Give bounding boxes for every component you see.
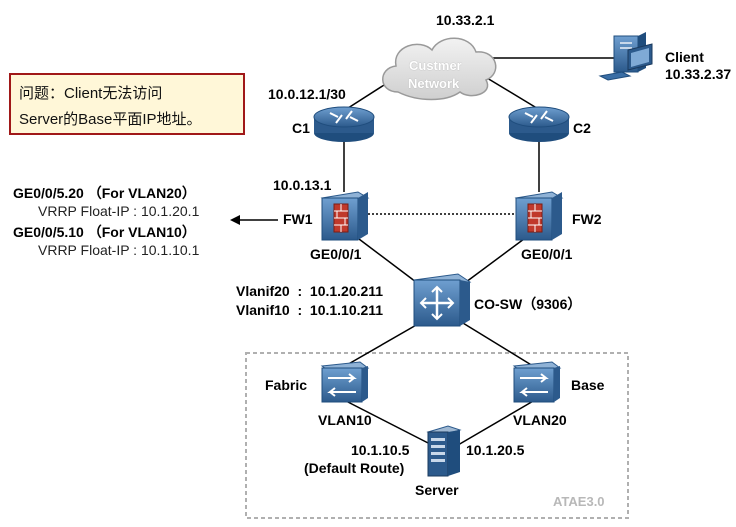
- switch-fabric-icon: [320, 361, 370, 403]
- cloud-name-line-1: Custmer: [409, 58, 462, 73]
- server-name-label: Server: [415, 482, 459, 498]
- fw1-vrrp-20-label: VRRP Float-IP : 10.1.20.1: [38, 203, 200, 219]
- cosw-vlanif20-label: Vlanif20 : 10.1.20.211: [236, 283, 384, 299]
- arrow-fw1-subinterfaces: [230, 215, 278, 225]
- cloud-name-line-2: Network: [408, 76, 460, 91]
- server-base-ip-label: 10.1.20.5: [466, 442, 525, 458]
- fw1-port-label: GE0/0/1: [310, 246, 362, 262]
- server-default-route-label: (Default Route): [304, 460, 405, 476]
- link-fw2-cosw: [461, 235, 529, 286]
- router-c2-icon: [508, 106, 570, 142]
- link-cloud-c2: [486, 77, 541, 111]
- problem-note-box: 问题：Client无法访问 Server的Base平面IP地址。: [9, 73, 245, 135]
- link-fw1-cosw: [354, 235, 421, 286]
- problem-line-2: Server的Base平面IP地址。: [19, 111, 202, 128]
- customer-network-cloud-icon: [382, 37, 497, 101]
- cosw-vlanif10-label: Vlanif10 : 10.1.10.211: [236, 302, 384, 318]
- fw1-subif-10-label: GE0/0/5.10 （For VLAN10）: [13, 224, 196, 240]
- base-vlan-label: VLAN20: [513, 412, 567, 428]
- link-base-server: [457, 399, 536, 446]
- client-pc-icon: [598, 32, 653, 81]
- c1-name-label: C1: [292, 120, 310, 136]
- c1-uplink-ip-label: 10.0.12.1/30: [268, 86, 346, 102]
- fabric-vlan-label: VLAN10: [318, 412, 372, 428]
- core-switch-cosw-icon: [412, 273, 472, 327]
- fw1-name-label: FW1: [283, 211, 313, 227]
- server-icon: [426, 425, 462, 477]
- base-name-label: Base: [571, 377, 605, 393]
- fw2-name-label: FW2: [572, 211, 602, 227]
- router-c1-icon: [313, 106, 375, 142]
- link-fabric-server: [343, 399, 433, 446]
- client-ip-label: 10.33.2.37: [665, 66, 732, 82]
- switch-base-icon: [512, 361, 562, 403]
- fw1-vrrp-10-label: VRRP Float-IP : 10.1.10.1: [38, 242, 200, 258]
- server-fabric-ip-label: 10.1.10.5: [351, 442, 410, 458]
- cloud-ip-label: 10.33.2.1: [436, 12, 495, 28]
- atae-enclosure: [245, 352, 629, 519]
- firewall-fw2-icon: [514, 191, 564, 241]
- firewall-fw1-icon: [320, 191, 370, 241]
- fw1-subif-20-label: GE0/0/5.20 （For VLAN20）: [13, 185, 196, 201]
- client-name-label: Client: [665, 49, 704, 65]
- fabric-name-label: Fabric: [265, 377, 308, 393]
- atae-enclosure-label: ATAE3.0: [553, 494, 605, 509]
- link-cosw-fabric: [344, 319, 426, 367]
- c2-name-label: C2: [573, 120, 591, 136]
- c1-downlink-ip-label: 10.0.13.1: [273, 177, 332, 193]
- cosw-name-label: CO-SW（9306）: [474, 296, 582, 312]
- fw2-port-label: GE0/0/1: [521, 246, 573, 262]
- problem-line-1: 问题：Client无法访问: [19, 85, 163, 102]
- link-cosw-base: [457, 319, 534, 367]
